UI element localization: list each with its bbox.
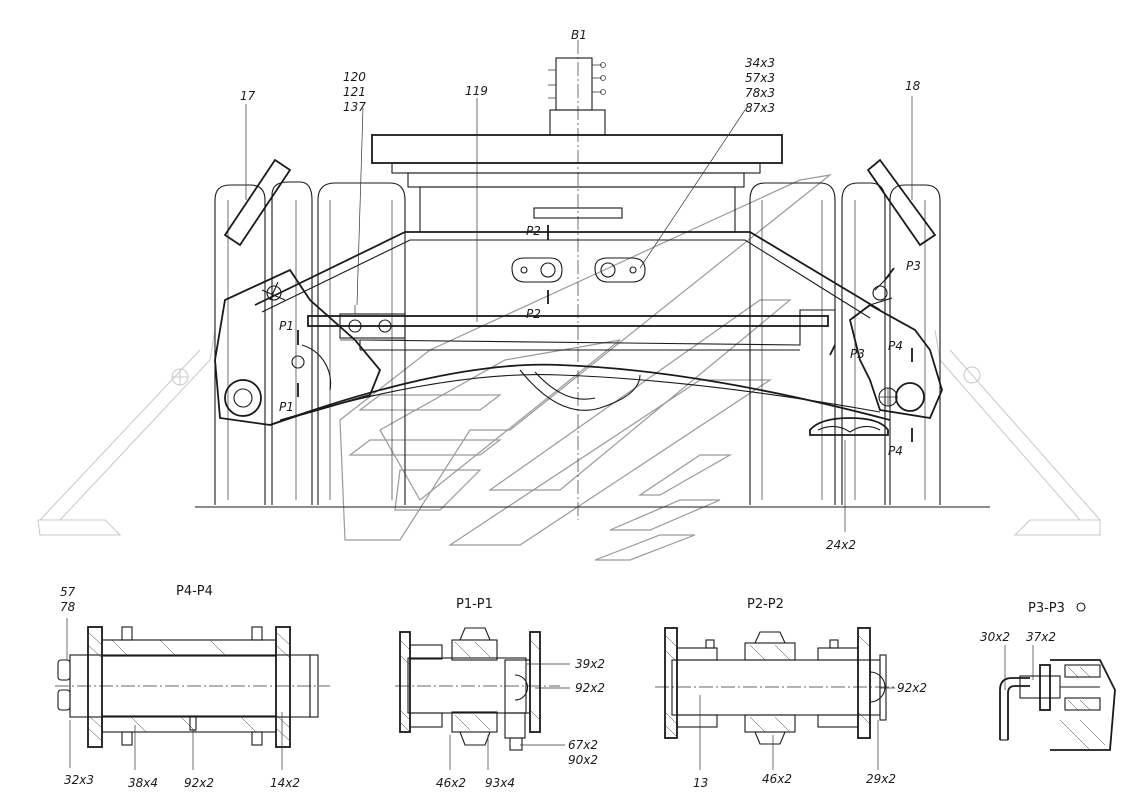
callout-46x2-p1: 46x2: [436, 776, 466, 790]
callout-24x2: 24x2: [826, 538, 856, 552]
section-title-p2: P2-P2: [747, 597, 784, 612]
section-mark-p4-bottom: P4: [888, 444, 903, 458]
section-mark-p2-top: P2: [526, 224, 541, 238]
callout-92x2-p2: 92x2: [897, 681, 927, 695]
section-p1-view: [395, 627, 570, 770]
callout-137: 137: [343, 100, 366, 114]
section-mark-p3-top: P3: [906, 259, 921, 273]
section-p3-view: [999, 645, 1116, 751]
section-title-p4: P4-P4: [176, 584, 213, 599]
callout-32x3: 32x3: [64, 773, 94, 787]
callout-78x3: 78x3: [745, 86, 775, 100]
callout-37x2: 37x2: [1026, 630, 1056, 644]
callout-57: 57: [60, 585, 76, 599]
callout-121: 121: [343, 85, 366, 99]
section-mark-p2-bottom: P2: [526, 307, 541, 321]
section-mark-p1-top: P1: [279, 319, 294, 333]
callout-29x2: 29x2: [866, 772, 896, 786]
callout-87x3: 87x3: [745, 101, 775, 115]
callout-18: 18: [905, 79, 921, 93]
callout-57x3: 57x3: [745, 71, 775, 85]
section-mark-p4-top: P4: [888, 339, 903, 353]
view-label-b1: B1: [571, 28, 587, 42]
callout-34x3: 34x3: [745, 56, 775, 70]
callout-120: 120: [343, 70, 366, 84]
callout-46x2-p2: 46x2: [762, 772, 792, 786]
section-title-p1: P1-P1: [456, 597, 493, 612]
main-assembly-view: [195, 40, 990, 532]
callout-38x4: 38x4: [128, 776, 158, 790]
callout-67x2: 67x2: [568, 738, 598, 752]
section-p2-view: [655, 627, 895, 770]
callout-30x2: 30x2: [980, 630, 1010, 644]
callout-90x2: 90x2: [568, 753, 598, 767]
callout-93x4: 93x4: [485, 776, 515, 790]
callout-13: 13: [693, 776, 708, 790]
ghost-outline-left: [37, 329, 216, 536]
callout-119: 119: [465, 84, 488, 98]
callout-17: 17: [240, 89, 256, 103]
watermark-logo: [339, 174, 833, 561]
rotation-circle-icon: [1076, 602, 1086, 612]
section-title-p3: P3-P3: [1028, 601, 1065, 616]
callout-14x2: 14x2: [270, 776, 300, 790]
section-mark-p3-bottom: P3: [850, 347, 865, 361]
callout-39x2: 39x2: [575, 657, 605, 671]
callout-92x2-p4: 92x2: [184, 776, 214, 790]
callout-78: 78: [60, 600, 76, 614]
callout-92x2-p1: 92x2: [575, 681, 605, 695]
ghost-outline-right: [934, 329, 1101, 536]
section-mark-p1-bottom: P1: [279, 400, 294, 414]
section-p4-view: [55, 618, 330, 770]
